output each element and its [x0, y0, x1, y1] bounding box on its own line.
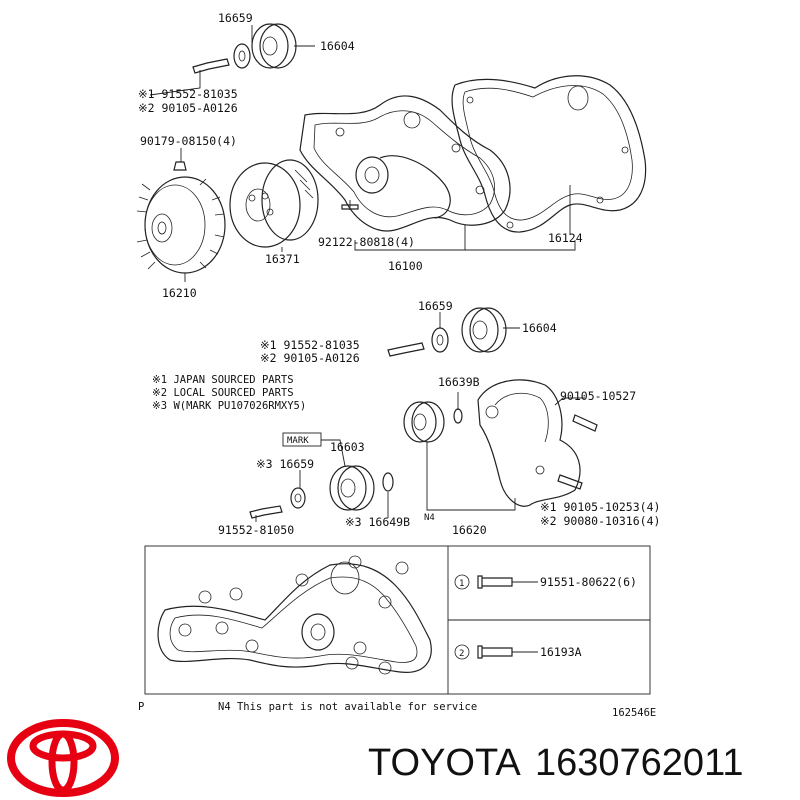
toyota-logo — [7, 719, 119, 797]
fan-clutch-16210 — [136, 176, 226, 274]
label-91552-81050: 91552-81050 — [218, 523, 294, 537]
label-90080-10316: ※2 90080-10316(4) — [540, 514, 660, 528]
label-90105-10253: ※1 90105-10253(4) — [540, 500, 660, 514]
label-90105-10527: 90105-10527 — [560, 389, 636, 403]
label-16639b: 16639B — [438, 375, 480, 389]
bolt-circle-markers — [178, 555, 409, 675]
brand-name: TOYOTA — [368, 742, 521, 784]
label-16124: 16124 — [548, 231, 583, 245]
idler-pulley-middle — [387, 307, 520, 357]
label-16604-top: 16604 — [320, 39, 355, 53]
label-16193a: 16193A — [540, 645, 582, 659]
tensioner-16620 — [403, 379, 598, 511]
pulley-16371 — [229, 159, 319, 248]
gasket-16124 — [451, 75, 647, 233]
part-number: 1630762011 — [535, 742, 744, 784]
label-91551-80622: 91551-80622(6) — [540, 575, 637, 589]
circle-label-1: 1 — [459, 579, 464, 589]
label-90179-08150: 90179-08150(4) — [140, 134, 237, 148]
pulley-16603 — [249, 439, 394, 522]
bolt-position-box — [144, 545, 651, 695]
label-16100: 16100 — [388, 259, 423, 273]
label-16649b: ※3 16649B — [345, 515, 410, 529]
label-16659-lower: ※3 16659 — [256, 457, 314, 471]
label-mark: MARK — [287, 436, 309, 446]
label-92122-80818: 92122-80818(4) — [318, 235, 415, 249]
label-91552-81035-middle: ※1 91552-81035 — [260, 338, 360, 352]
water-pump-housing — [299, 95, 511, 232]
note-japan-sourced: ※1 JAPAN SOURCED PARTS — [152, 374, 294, 386]
note-mark-w: ※3 W(MARK PU107026RMXY5) — [152, 400, 306, 412]
note-local-sourced: ※2 LOCAL SOURCED PARTS — [152, 387, 294, 399]
label-16603: 16603 — [330, 440, 365, 454]
idler-pulley-top — [149, 23, 315, 96]
label-91552-81035-top: ※1 91552-81035 — [138, 87, 238, 101]
label-90105-a0126-top: ※2 90105-A0126 — [138, 101, 238, 115]
label-16659-middle: 16659 — [418, 299, 453, 313]
p-marker: P — [138, 701, 144, 713]
label-90105-a0126-middle: ※2 90105-A0126 — [260, 351, 360, 365]
footnote-not-available: N4 This part is not available for servic… — [218, 701, 477, 713]
label-16604-middle: 16604 — [522, 321, 557, 335]
circle-label-2: 2 — [459, 649, 464, 659]
label-16371: 16371 — [265, 252, 300, 266]
label-n4: N4 — [424, 513, 435, 523]
label-16659-top: 16659 — [218, 11, 253, 25]
mark-box — [282, 432, 322, 447]
label-16210: 16210 — [162, 286, 197, 300]
catalog-code: 162546E — [612, 707, 656, 719]
label-16620: 16620 — [452, 523, 487, 537]
